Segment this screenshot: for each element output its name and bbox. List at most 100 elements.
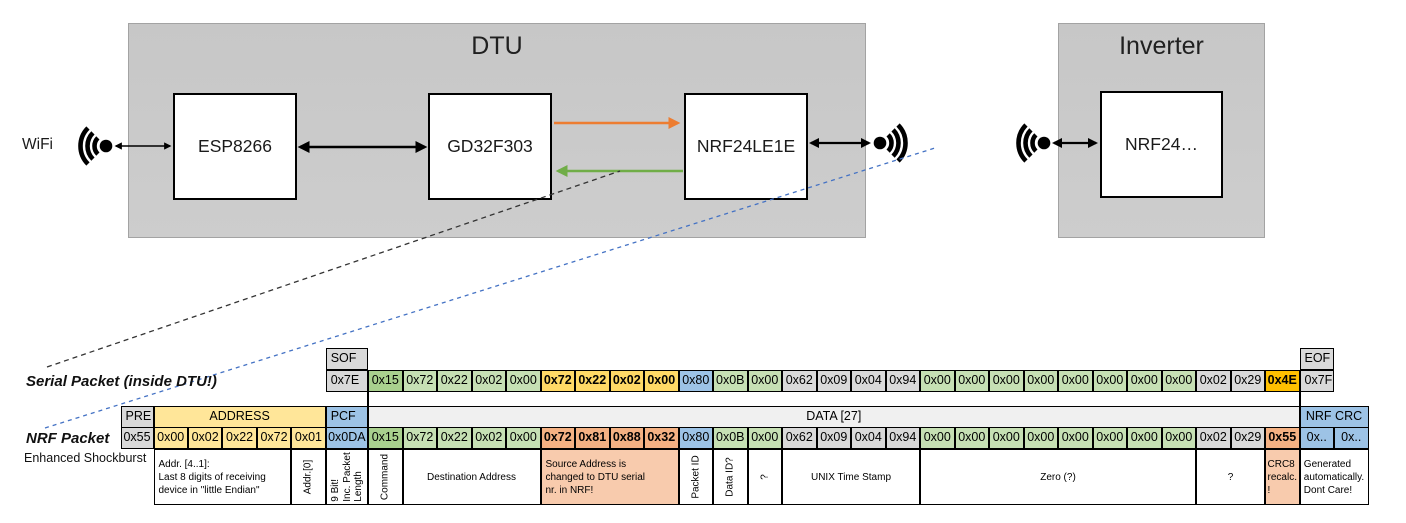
nrf-byte-cell: 0x.. xyxy=(1334,427,1369,449)
enhanced-shockburst-label: Enhanced Shockburst xyxy=(24,451,147,465)
nrf-byte-cell: 0x88 xyxy=(609,427,644,449)
serial-byte-cell: 0x00 xyxy=(747,370,782,392)
nrf-header-cell: DATA [27] xyxy=(368,406,1300,428)
nrf-byte-cell: 0x55 xyxy=(1265,427,1300,449)
serial-byte-cell: 0x00 xyxy=(1058,370,1093,392)
serial-byte-cell: 0x00 xyxy=(644,370,679,392)
serial-byte-cell: 0x29 xyxy=(1230,370,1265,392)
nrf-byte-cell: 0x94 xyxy=(885,427,920,449)
annotation-cell: Command xyxy=(368,449,403,505)
gd32f303-box: GD32F303 xyxy=(428,93,552,200)
nrf-byte-cell: 0x00 xyxy=(920,427,955,449)
nrf-byte-cell: 0x80 xyxy=(678,427,713,449)
serial-byte-cell: 0x15 xyxy=(368,370,403,392)
nrf-byte-cell: 0x00 xyxy=(1092,427,1127,449)
serial-byte-cell: 0x09 xyxy=(816,370,851,392)
nrf-byte-cell: 0x72 xyxy=(540,427,575,449)
serial-packet-label: Serial Packet (inside DTU!) xyxy=(26,373,217,390)
sof-byte-cell: 0x7E xyxy=(325,370,368,392)
gd32f303-label: GD32F303 xyxy=(447,136,533,156)
serial-byte-cell: 0x0B xyxy=(713,370,748,392)
nrf-byte-cell: 0x.. xyxy=(1299,427,1334,449)
nrf-byte-cell: 0x22 xyxy=(437,427,472,449)
inverter-title: Inverter xyxy=(1119,32,1204,60)
serial-byte-cell: 0x00 xyxy=(989,370,1024,392)
serial-byte-cell: 0x94 xyxy=(885,370,920,392)
serial-byte-cell: 0x80 xyxy=(678,370,713,392)
wifi-icon-dtu-antenna xyxy=(874,125,906,161)
annotation-cell: Source Address is changed to DTU serial … xyxy=(540,449,679,505)
nrf-byte-cell: 0x02 xyxy=(187,427,223,449)
serial-byte-cell: 0x00 xyxy=(954,370,989,392)
annotation-cell: Generated automatically. Dont Care! xyxy=(1299,449,1369,505)
annotation-cell: Destination Address xyxy=(402,449,541,505)
serial-byte-cell: 0x00 xyxy=(1161,370,1196,392)
wifi-label: WiFi xyxy=(22,136,53,153)
serial-byte-cell: 0x22 xyxy=(437,370,472,392)
nrf-byte-cell: 0x0DA xyxy=(325,427,368,449)
nrf-header-cell: NRF CRC xyxy=(1299,406,1369,428)
nrf-byte-cell: 0x81 xyxy=(575,427,610,449)
eof-byte-cell: 0x7F xyxy=(1299,370,1334,392)
nrf-header-cell: PCF xyxy=(325,406,368,428)
nrf-byte-cell: 0x02 xyxy=(1196,427,1231,449)
nrf24le1e-label: NRF24LE1E xyxy=(696,136,796,156)
annotation-cell: UNIX Time Stamp xyxy=(782,449,920,505)
esp8266-label: ESP8266 xyxy=(198,136,272,156)
dtu-title: DTU xyxy=(471,32,523,60)
wifi-icon-inverter-antenna xyxy=(1019,125,1051,161)
nrf-byte-cell: 0x00 xyxy=(1127,427,1162,449)
nrf-byte-cell: 0x29 xyxy=(1230,427,1265,449)
annotation-cell: CRC8 recalc. ! xyxy=(1265,449,1300,505)
nrf-byte-cell: 0x55 xyxy=(120,427,154,449)
serial-byte-cell: 0x72 xyxy=(402,370,437,392)
nrf-byte-cell: 0x04 xyxy=(851,427,886,449)
esp8266-box: ESP8266 xyxy=(173,93,297,200)
nrf-byte-cell: 0x00 xyxy=(153,427,188,449)
nrf-byte-cell: 0x72 xyxy=(402,427,437,449)
nrf-byte-cell: 0x00 xyxy=(1023,427,1058,449)
annotation-cell: ? xyxy=(747,449,782,505)
nrf-byte-cell: 0x00 xyxy=(954,427,989,449)
serial-byte-cell: 0x00 xyxy=(920,370,955,392)
serial-byte-cell: 0x00 xyxy=(1023,370,1058,392)
serial-byte-cell: 0x04 xyxy=(851,370,886,392)
wifi-icon-left xyxy=(81,128,113,164)
nrf-byte-cell: 0x01 xyxy=(291,427,326,449)
inverter-nrf24-label: NRF24… xyxy=(1125,134,1198,154)
sof-header-cell: SOF xyxy=(325,348,368,370)
inverter-nrf24-box: NRF24… xyxy=(1100,91,1223,198)
nrf-byte-cell: 0x00 xyxy=(1058,427,1093,449)
nrf-byte-cell: 0x62 xyxy=(782,427,817,449)
annotation-cell: Addr. [4..1]: Last 8 digits of receiving… xyxy=(153,449,292,505)
serial-byte-cell: 0x02 xyxy=(1196,370,1231,392)
nrf-byte-cell: 0x0B xyxy=(713,427,748,449)
annotation-cell: Addr.[0] xyxy=(291,449,326,505)
nrf-byte-cell: 0x00 xyxy=(1161,427,1196,449)
annotation-cell: Zero (?) xyxy=(920,449,1196,505)
serial-byte-cell: 0x02 xyxy=(471,370,506,392)
nrf-byte-cell: 0x00 xyxy=(989,427,1024,449)
serial-byte-cell: 0x4E xyxy=(1265,370,1300,392)
nrf-byte-cell: 0x00 xyxy=(747,427,782,449)
nrf-packet-label: NRF Packet xyxy=(26,430,110,447)
nrf-byte-cell: 0x15 xyxy=(368,427,403,449)
serial-byte-cell: 0x72 xyxy=(540,370,575,392)
serial-byte-cell: 0x00 xyxy=(1092,370,1127,392)
nrf-byte-cell: 0x00 xyxy=(506,427,541,449)
annotation-cell: 9 Bit! Inc. Packet Length xyxy=(325,449,368,505)
serial-byte-cell: 0x00 xyxy=(506,370,541,392)
eof-header-cell: EOF xyxy=(1299,348,1334,370)
nrf24le1e-box: NRF24LE1E xyxy=(684,93,808,200)
serial-byte-cell: 0x00 xyxy=(1127,370,1162,392)
annotation-cell: Data ID? xyxy=(713,449,748,505)
serial-byte-cell: 0x22 xyxy=(575,370,610,392)
nrf-header-cell: ADDRESS xyxy=(153,406,326,428)
nrf-byte-cell: 0x32 xyxy=(644,427,679,449)
nrf-byte-cell: 0x72 xyxy=(256,427,292,449)
annotation-cell: Packet ID xyxy=(678,449,713,505)
nrf-header-cell: PRE xyxy=(120,406,154,428)
serial-byte-cell: 0x62 xyxy=(782,370,817,392)
nrf-byte-cell: 0x09 xyxy=(816,427,851,449)
